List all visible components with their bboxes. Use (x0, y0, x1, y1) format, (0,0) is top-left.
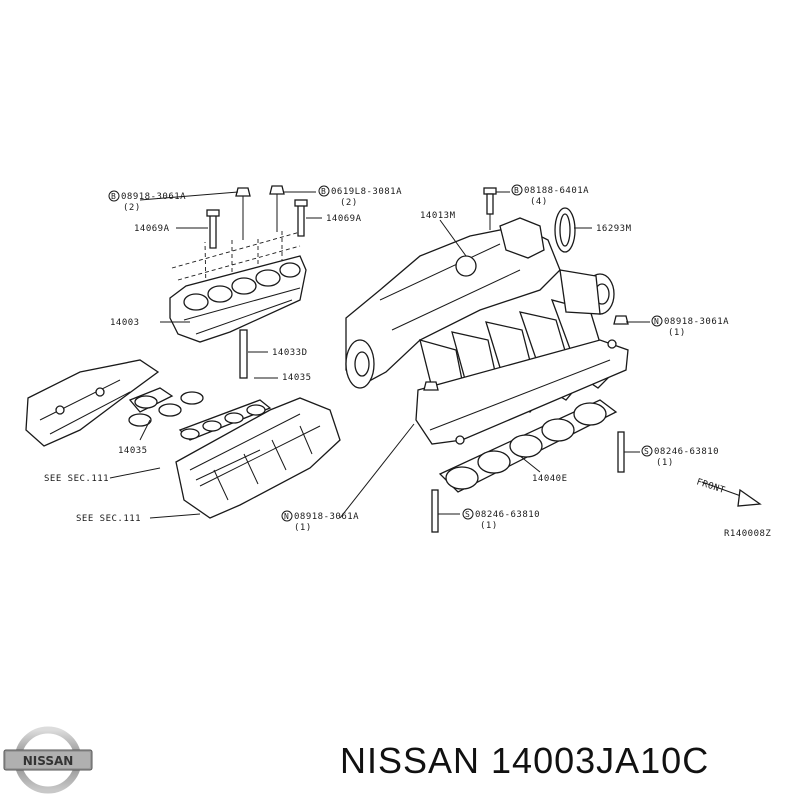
svg-text:N: N (654, 317, 659, 326)
svg-text:N: N (284, 512, 289, 521)
svg-text:(1): (1) (668, 328, 686, 338)
label-14035-bottom: 14035 (118, 446, 148, 456)
label-14013m: 14013M (420, 211, 456, 221)
gasket-set-left (128, 387, 272, 441)
svg-text:(4): (4) (530, 197, 548, 207)
callout-5: S 08246-63810 (1) (641, 445, 719, 468)
callout-3: B 08188-6401A (4) (511, 184, 589, 207)
product-title: NISSAN 14003JA10C (340, 740, 710, 781)
label-see-sec-1: SEE SEC.111 (44, 474, 109, 484)
svg-text:08918-3061A: 08918-3061A (294, 512, 359, 522)
svg-text:B: B (111, 192, 116, 201)
label-14033d: 14033D (272, 348, 308, 358)
svg-text:(1): (1) (294, 523, 312, 533)
gasket-14040e (431, 399, 625, 533)
svg-text:08918-3061A: 08918-3061A (664, 317, 729, 327)
svg-text:08246-63810: 08246-63810 (475, 510, 540, 520)
callout-7: S 08246-63810 (1) (462, 508, 540, 531)
label-14040e: 14040E (532, 474, 568, 484)
svg-text:(2): (2) (123, 203, 141, 213)
leader-lines (109, 191, 650, 519)
label-14035-top: 14035 (282, 373, 312, 383)
nissan-logo: NISSAN (3, 726, 93, 794)
callout-2: B 0619L8-3081A (2) (318, 185, 402, 208)
svg-text:S: S (465, 510, 470, 519)
front-arrow (701, 481, 762, 507)
svg-text:S: S (644, 447, 649, 456)
callout-4: N 08918-3061A (1) (651, 315, 729, 338)
label-16293m: 16293M (596, 224, 632, 234)
svg-text:B: B (514, 186, 519, 195)
label-14069a-right: 14069A (326, 214, 362, 224)
svg-text:08246-63810: 08246-63810 (654, 447, 719, 457)
label-ref: R140008Z (724, 529, 771, 539)
svg-text:B: B (321, 187, 326, 196)
cylinder-head-left (25, 359, 160, 447)
svg-text:(2): (2) (340, 198, 358, 208)
svg-text:08918-3061A: 08918-3061A (121, 192, 186, 202)
label-front: FRONT (695, 477, 726, 496)
callout-1: B 08918-3061A (2) (108, 190, 186, 213)
label-see-sec-2: SEE SEC.111 (76, 514, 141, 524)
svg-text:(1): (1) (480, 521, 498, 531)
collector-assembly-left (169, 185, 308, 379)
label-14003: 14003 (110, 318, 140, 328)
callout-6: N 08918-3061A (1) (281, 510, 359, 533)
logo-wordmark: NISSAN (23, 754, 74, 768)
intake-manifold (345, 187, 629, 445)
svg-text:(1): (1) (656, 458, 674, 468)
label-14069a-left: 14069A (134, 224, 170, 234)
cylinder-head-right (175, 397, 341, 519)
svg-text:08188-6401A: 08188-6401A (524, 186, 589, 196)
svg-text:0619L8-3081A: 0619L8-3081A (331, 187, 402, 197)
